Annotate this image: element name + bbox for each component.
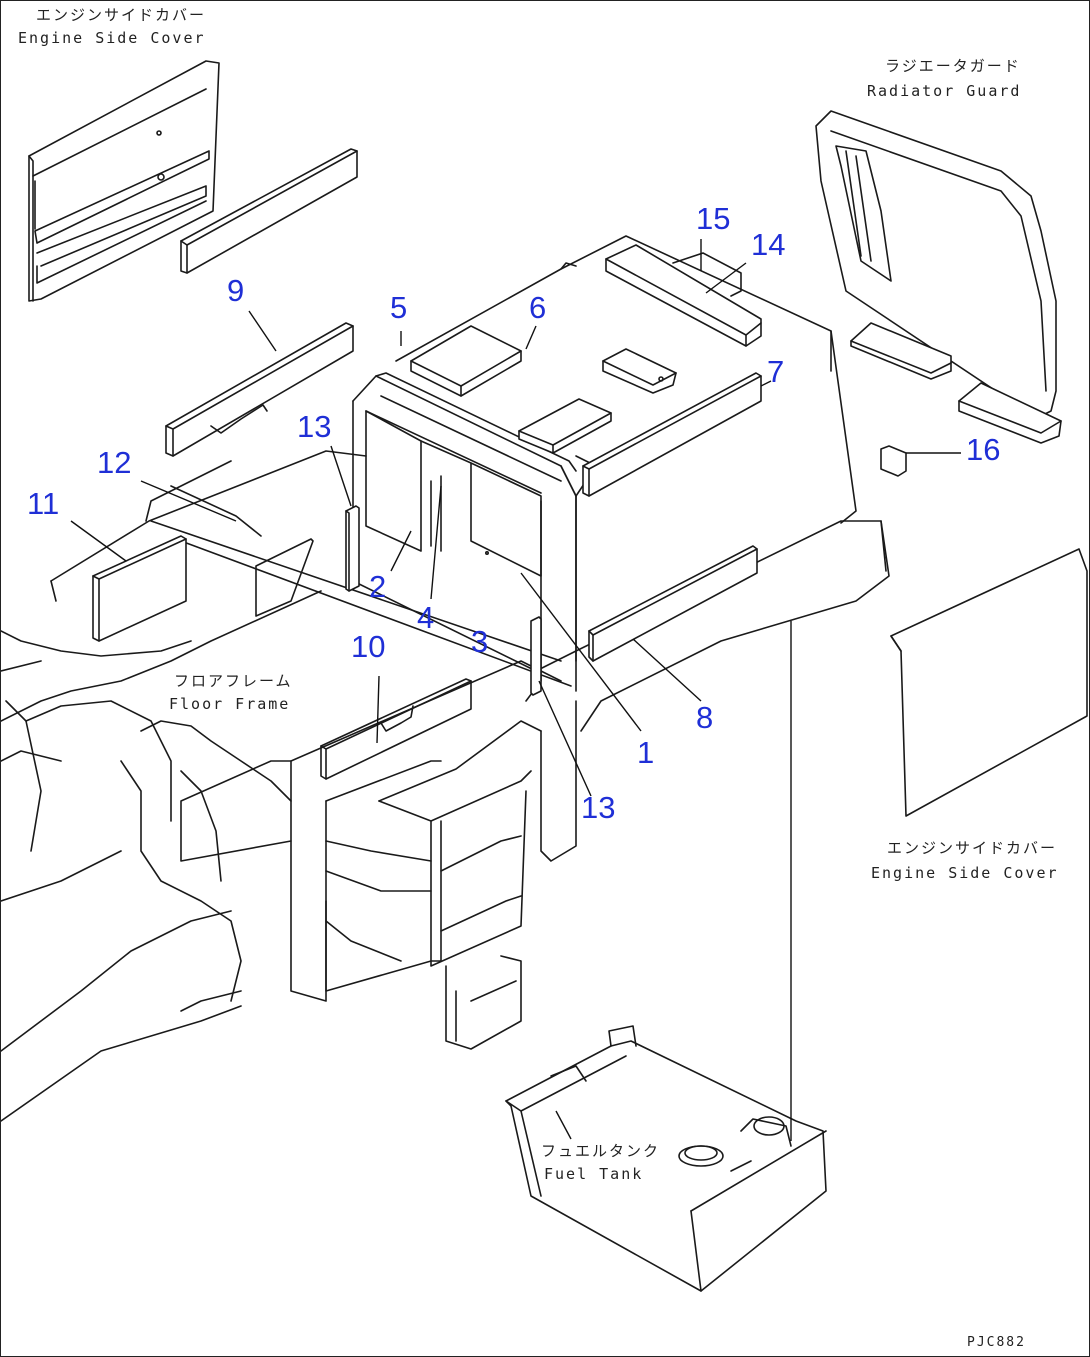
callout-15: 15 [696,201,730,236]
fuel-tank [505,1025,827,1292]
text-labels: エンジンサイドカバー Engine Side Cover ラジエータガード Ra… [18,6,1059,1350]
callout-10: 10 [351,629,385,664]
part-8-strip [588,545,758,662]
callout-3: 3 [471,624,488,659]
part-small-pad [602,348,677,394]
seal-strip-top [180,148,358,274]
engine-side-cover-top-label-en: Engine Side Cover [18,29,206,47]
callout-14: 14 [751,227,785,262]
callout-13-lower: 13 [581,790,615,825]
part-16-clip [880,445,907,477]
callout-13-upper: 13 [297,409,331,444]
callout-6: 6 [529,290,546,325]
part-12-panel [255,538,314,617]
floor-frame [1,450,572,1122]
engine-side-cover-top-label-jp: エンジンサイドカバー [36,6,206,24]
engine-side-cover-right [890,548,1088,817]
engine-side-cover-right-label-en: Engine Side Cover [871,864,1059,882]
fuel-tank-label-jp: フュエルタンク [541,1142,660,1160]
callout-7: 7 [767,354,784,389]
callout-16: 16 [966,432,1000,467]
callout-8: 8 [696,700,713,735]
floor-frame-label-en: Floor Frame [169,695,290,713]
callout-9: 9 [227,273,244,308]
callout-numbers: 9 5 6 15 14 7 13 12 11 2 4 3 10 8 1 13 1… [27,201,1000,825]
engine-side-cover-top [28,60,220,302]
hood-top [395,235,890,732]
part-9-seal [165,322,354,457]
radiator-guard [815,110,1057,422]
part-10-seal [320,678,472,780]
fuel-tank-label-en: Fuel Tank [544,1165,643,1183]
part-13-upper [345,505,360,592]
cab-body [352,372,597,702]
part-13-lower [530,616,542,696]
callout-11: 11 [27,486,59,521]
part-11-seal [92,535,187,642]
callout-5: 5 [390,290,407,325]
engine-side-cover-right-label-jp: エンジンサイドカバー [887,839,1057,857]
lower-frame [180,660,577,1050]
radiator-guard-label-jp: ラジエータガード [885,57,1021,75]
radiator-seals [850,322,1062,444]
callout-1: 1 [637,735,654,770]
callout-12: 12 [97,445,131,480]
callout-4: 4 [417,600,434,635]
part-14-15-strips [605,244,762,347]
leader-lines [70,239,961,1141]
part-7-strip [582,372,762,497]
radiator-guard-label-en: Radiator Guard [867,82,1021,100]
drawing-number: PJC882 [967,1335,1026,1350]
callout-2: 2 [369,569,386,604]
part-6-pad [410,325,612,454]
floor-frame-label-jp: フロアフレーム [174,672,293,690]
